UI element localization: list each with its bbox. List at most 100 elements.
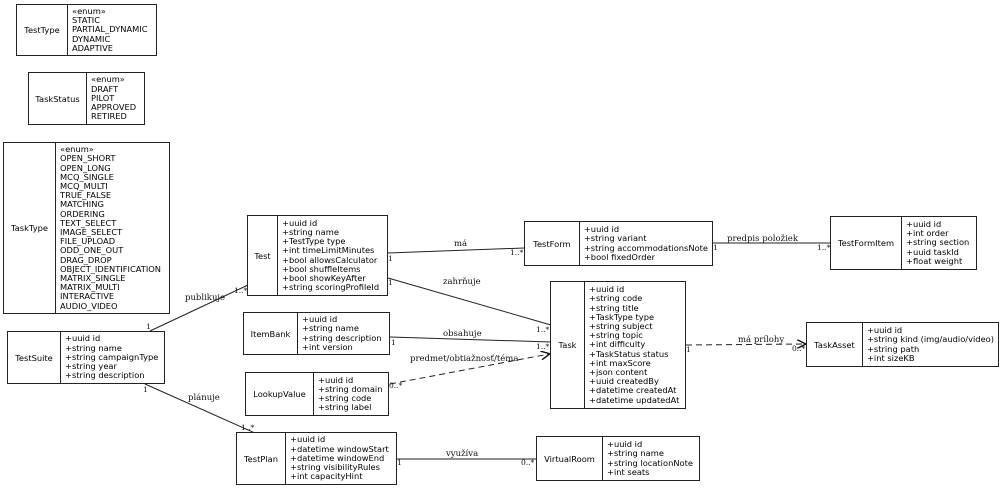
class-attribute: ADAPTIVE [72,42,114,53]
class-attribute: OPEN_LONG [60,162,111,173]
class-attribute: +int sizeKB [866,352,915,363]
class-taskasset[interactable]: TaskAsset +uuid id+string kind (img/audi… [806,322,999,367]
relation-label: má [454,238,467,249]
class-attribute: +string path [866,343,920,354]
relation-publikuje: publikuje 1 1..* [146,284,249,332]
class-attribute: PARTIAL_DYNAMIC [72,24,148,35]
relation-predmet: predmet/obtiažnosť/téma 0..* [389,353,549,390]
multiplicity: 1..* [536,325,550,334]
class-attribute: TRUE_FALSE [60,190,112,201]
class-attribute: +bool allowsCalculator [282,254,378,265]
class-name: TaskStatus [29,73,87,124]
class-name: Test [248,216,278,295]
class-attribute: FILE_UPLOAD [60,236,116,247]
relation-label: plánuje [188,392,220,403]
class-attribute: +int capacityHint [290,471,363,482]
class-attribute: +uuid id [906,218,942,229]
class-attribute: PILOT [91,92,115,103]
class-attribute: OPEN_SHORT [60,153,116,164]
class-attributes: +uuid id+string name+string description+… [298,313,386,354]
relation-label: publikuje [185,293,225,303]
multiplicity: 0..* [521,458,535,467]
class-testplan[interactable]: TestPlan +uuid id+datetime windowStart+d… [236,432,397,485]
class-attribute: +string subject [589,320,653,331]
class-attribute: +bool fixedOrder [583,251,656,262]
multiplicity: 1 [397,458,402,467]
class-attribute: +string name [607,448,664,459]
multiplicity: 0..* [389,381,403,390]
class-attribute: +string name [282,226,339,237]
class-attribute: +string description [65,370,145,381]
class-testsuite[interactable]: TestSuite +uuid id+string name+string ca… [7,331,165,384]
class-attribute: +datetime updatedAt [589,394,680,405]
relation-planuje: plánuje 1 1..* [143,383,256,434]
class-attribute: +string name [65,342,122,353]
class-attribute: +uuid id [607,439,643,450]
class-attribute: STATIC [72,15,101,26]
class-attribute: +int version [302,341,353,352]
class-testformitem[interactable]: TestFormItem +uuid id+int order+string s… [830,216,977,270]
class-attribute: +bool showKeyAfter [282,272,366,283]
class-attribute: +string locationNote [607,457,693,468]
class-attribute: +uuid id [583,224,620,235]
class-attribute: +datetime createdAt [589,385,677,396]
stereotype: «enum» [91,74,125,85]
class-attribute: +string campaignType [65,351,159,362]
class-testform[interactable]: TestForm +uuid id+string variant+string … [524,221,713,266]
class-name: TestForm [525,222,580,265]
class-task[interactable]: Task +uuid id+string code+string title+T… [550,281,686,409]
class-attribute: MATCHING [60,199,104,210]
class-attribute: MCQ_MULTI [60,180,108,191]
class-attribute: AUDIO_VIDEO [60,300,118,311]
class-attribute: MATRIX_MULTI [60,282,120,293]
class-attribute: +int order [906,228,949,239]
stereotype: «enum» [72,6,106,16]
class-attribute: +string variant [583,233,647,244]
class-attributes: +uuid id+string name+TestType type+int t… [278,216,383,295]
class-attribute: +uuid id [589,284,625,295]
class-lookupvalue[interactable]: LookupValue +uuid id+string domain+strin… [245,372,389,416]
relation-prilohy: má prílohy 1 0..* [685,334,806,354]
class-attribute: +string topic [589,330,643,341]
multiplicity: 1 [388,278,393,287]
relation-ma: má 1 1..* [387,238,525,263]
multiplicity: 0..* [792,344,806,353]
class-attribute: +string code [589,293,643,304]
class-attribute: +string domain [318,383,383,394]
class-attribute: +datetime windowStart [290,443,389,454]
class-attribute: APPROVED [91,102,137,113]
class-virtualroom[interactable]: VirtualRoom +uuid id+string name+string … [536,436,700,481]
class-name: Task [551,282,585,408]
class-attribute: +string title [589,302,639,313]
class-attribute: MCQ_SINGLE [60,171,114,182]
class-attribute: DRAG_DROP [60,254,112,265]
class-name: ItemBank [244,313,298,354]
relation-label: má prílohy [738,334,784,345]
class-itembank[interactable]: ItemBank +uuid id+string name+string des… [243,312,390,355]
multiplicity: 1 [391,338,396,347]
class-attributes: +uuid id+int order+string section+uuid t… [902,217,973,269]
class-attribute: +TaskType type [589,311,655,322]
class-attribute: +bool shuffleItems [282,263,361,274]
class-attribute: +int timeLimitMinutes [282,245,375,256]
multiplicity: 1..* [510,248,524,257]
class-attributes: +uuid id+string domain+string code+strin… [314,373,386,415]
relation-label: predmet/obtiažnosť/téma [410,353,518,364]
class-test[interactable]: Test +uuid id+string name+TestType type+… [247,215,388,296]
class-attribute: +uuid id [302,314,338,325]
class-attribute: ORDERING [60,208,105,219]
class-attribute: +string code [318,393,372,403]
multiplicity: 1..* [234,286,248,295]
multiplicity: 1 [143,385,148,394]
class-attribute: +uuid id [65,333,101,344]
class-attribute: +int difficulty [589,339,646,350]
class-attribute: +TestType type [282,236,346,247]
class-attribute: +string description [302,332,382,343]
class-attribute: TEXT_SELECT [60,217,117,228]
class-name: TaskType [4,143,56,313]
